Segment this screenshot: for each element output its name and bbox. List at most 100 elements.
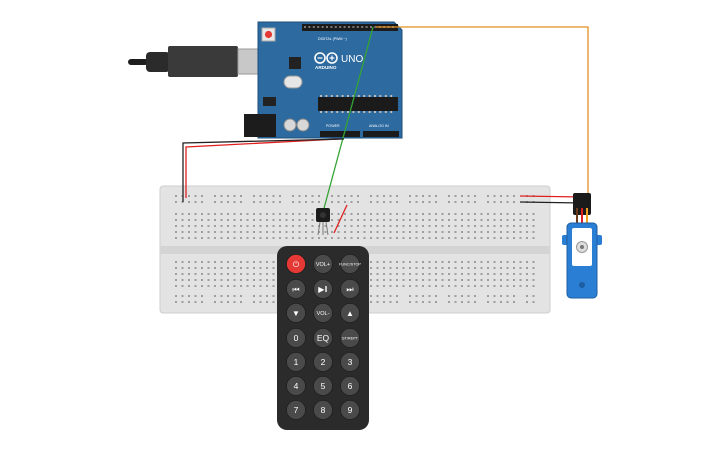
breadboard-hole[interactable]	[383, 301, 385, 303]
breadboard-hole[interactable]	[220, 231, 223, 233]
breadboard-hole[interactable]	[428, 237, 431, 239]
breadboard-hole[interactable]	[370, 285, 372, 287]
breadboard-hole[interactable]	[506, 201, 509, 203]
breadboard-hole[interactable]	[259, 201, 262, 203]
breadboard-hole[interactable]	[357, 195, 359, 197]
breadboard-hole[interactable]	[448, 213, 450, 215]
breadboard-hole[interactable]	[363, 225, 366, 227]
breadboard-hole[interactable]	[266, 231, 268, 233]
breadboard-hole[interactable]	[487, 219, 489, 221]
breadboard-hole[interactable]	[272, 201, 275, 203]
breadboard-hole[interactable]	[246, 285, 249, 287]
breadboard-hole[interactable]	[526, 261, 528, 263]
breadboard-hole[interactable]	[532, 219, 535, 221]
breadboard-hole[interactable]	[441, 219, 444, 221]
breadboard-hole[interactable]	[441, 213, 444, 215]
breadboard-hole[interactable]	[409, 273, 411, 275]
breadboard-hole[interactable]	[448, 231, 450, 233]
breadboard-hole[interactable]	[474, 279, 476, 281]
remote-button-3-face[interactable]	[340, 352, 360, 372]
breadboard-hole[interactable]	[474, 295, 476, 297]
breadboard-hole[interactable]	[454, 237, 457, 239]
breadboard-hole[interactable]	[506, 213, 509, 215]
breadboard-hole[interactable]	[448, 273, 450, 275]
breadboard-hole[interactable]	[422, 237, 424, 239]
breadboard-hole[interactable]	[227, 201, 229, 203]
breadboard-hole[interactable]	[357, 219, 359, 221]
remote-button-7-face[interactable]	[286, 400, 306, 420]
breadboard-hole[interactable]	[233, 195, 236, 197]
breadboard-hole[interactable]	[409, 195, 411, 197]
breadboard-hole[interactable]	[266, 237, 268, 239]
breadboard-hole[interactable]	[480, 285, 483, 287]
breadboard-hole[interactable]	[532, 213, 535, 215]
breadboard-hole[interactable]	[259, 273, 262, 275]
breadboard-hole[interactable]	[201, 195, 203, 197]
breadboard-hole[interactable]	[305, 225, 307, 227]
breadboard-hole[interactable]	[259, 213, 262, 215]
breadboard-hole[interactable]	[409, 301, 411, 303]
breadboard-hole[interactable]	[181, 295, 184, 297]
breadboard-hole[interactable]	[454, 295, 457, 297]
breadboard-hole[interactable]	[240, 267, 242, 269]
breadboard-hole[interactable]	[363, 219, 366, 221]
breadboard-hole[interactable]	[402, 237, 405, 239]
remote-button-6-face[interactable]	[340, 376, 360, 396]
breadboard-hole[interactable]	[266, 219, 268, 221]
breadboard-hole[interactable]	[402, 267, 405, 269]
breadboard-hole[interactable]	[266, 285, 268, 287]
breadboard-hole[interactable]	[500, 295, 502, 297]
breadboard-hole[interactable]	[389, 195, 392, 197]
breadboard-hole[interactable]	[532, 273, 535, 275]
breadboard-hole[interactable]	[292, 237, 294, 239]
breadboard-hole[interactable]	[461, 261, 463, 263]
remote-button-vol-down-face[interactable]	[313, 303, 333, 323]
breadboard-hole[interactable]	[454, 213, 457, 215]
breadboard-hole[interactable]	[259, 225, 262, 227]
breadboard-hole[interactable]	[519, 231, 522, 233]
breadboard-hole[interactable]	[194, 225, 197, 227]
breadboard-hole[interactable]	[181, 213, 184, 215]
breadboard-hole[interactable]	[389, 219, 392, 221]
breadboard-hole[interactable]	[324, 225, 327, 227]
breadboard-hole[interactable]	[175, 273, 177, 275]
breadboard-hole[interactable]	[285, 231, 288, 233]
breadboard-hole[interactable]	[337, 219, 340, 221]
remote-button-7[interactable]: 7	[286, 400, 306, 420]
breadboard-hole[interactable]	[207, 213, 210, 215]
breadboard-hole[interactable]	[513, 237, 515, 239]
breadboard-hole[interactable]	[487, 295, 489, 297]
breadboard-hole[interactable]	[500, 279, 502, 281]
breadboard-hole[interactable]	[422, 225, 424, 227]
breadboard-hole[interactable]	[487, 237, 489, 239]
breadboard-hole[interactable]	[292, 213, 294, 215]
breadboard-hole[interactable]	[526, 225, 528, 227]
breadboard-hole[interactable]	[357, 201, 359, 203]
breadboard-hole[interactable]	[194, 237, 197, 239]
breadboard-hole[interactable]	[214, 225, 216, 227]
breadboard-hole[interactable]	[532, 279, 535, 281]
breadboard-hole[interactable]	[383, 279, 385, 281]
breadboard-hole[interactable]	[396, 295, 398, 297]
breadboard-hole[interactable]	[188, 225, 190, 227]
breadboard-hole[interactable]	[396, 301, 398, 303]
remote-button-5-face[interactable]	[313, 376, 333, 396]
breadboard-hole[interactable]	[298, 201, 301, 203]
breadboard-hole[interactable]	[513, 219, 515, 221]
breadboard-hole[interactable]	[363, 213, 366, 215]
breadboard-hole[interactable]	[448, 201, 450, 203]
breadboard-hole[interactable]	[188, 267, 190, 269]
breadboard-hole[interactable]	[526, 231, 528, 233]
breadboard-hole[interactable]	[493, 231, 496, 233]
breadboard-hole[interactable]	[519, 219, 522, 221]
breadboard-hole[interactable]	[448, 225, 450, 227]
breadboard-hole[interactable]	[201, 225, 203, 227]
breadboard-hole[interactable]	[201, 295, 203, 297]
breadboard-hole[interactable]	[227, 261, 229, 263]
breadboard-hole[interactable]	[272, 195, 275, 197]
breadboard-hole[interactable]	[188, 201, 190, 203]
breadboard-hole[interactable]	[337, 231, 340, 233]
breadboard-hole[interactable]	[389, 273, 392, 275]
breadboard-hole[interactable]	[214, 201, 216, 203]
